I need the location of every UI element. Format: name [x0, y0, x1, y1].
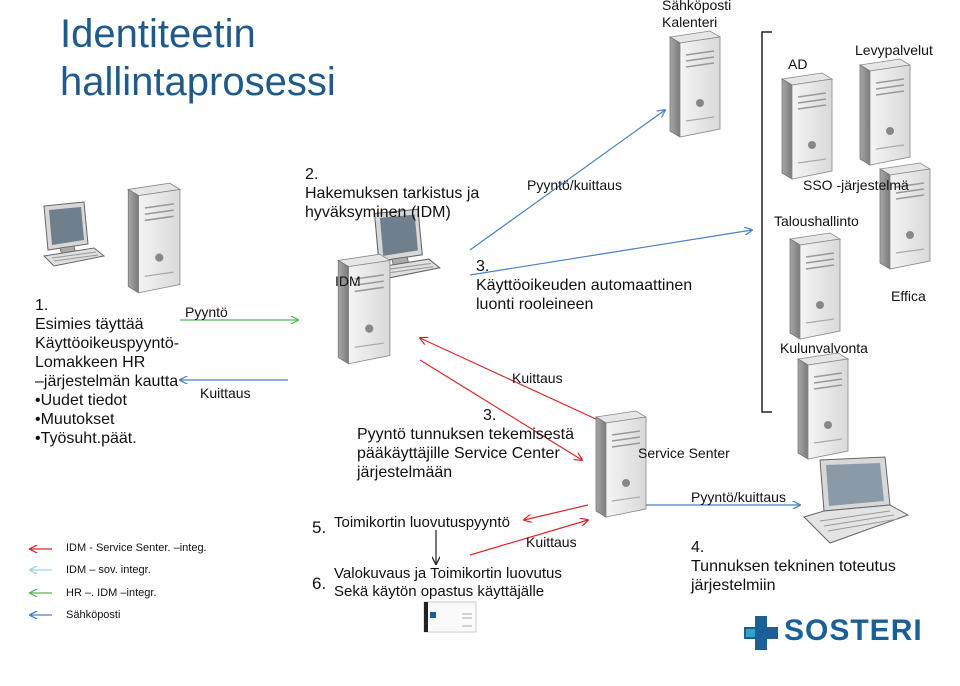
step1-line-3: Lomakkeen HR	[35, 354, 146, 371]
kuittaus-left-label: Kuittaus	[200, 385, 251, 401]
step1-line-2: Käyttöoikeuspyyntö-	[35, 335, 180, 352]
step6-line-2: Sekä käytön opastus käyttäjälle	[334, 583, 545, 600]
step1-text: 1. Esimies täyttää Käyttöoikeuspyyntö- L…	[35, 296, 179, 448]
step6-number: 6.	[312, 574, 327, 593]
title-line-2: hallintaprosessi	[60, 60, 336, 104]
step3b-text: 3. Pyyntö tunnuksen tekemisestä pääkäytt…	[357, 406, 574, 482]
step3a-line-1: Käyttöoikeuden automaattinen	[476, 277, 693, 294]
step2-text: 2. Hakemuksen tarkistus ja hyväksyminen …	[305, 165, 479, 222]
page-title: Identiteetin hallintaprosessi	[60, 10, 336, 106]
email-label-line-1: Sähköposti	[662, 0, 732, 13]
hr-monitor-icon	[38, 180, 108, 290]
idm-label: IDM	[335, 273, 361, 289]
legend-label-4: Sähköposti	[66, 609, 121, 621]
logo-text: SOSTERI	[784, 614, 923, 647]
step3b-arrow	[419, 359, 582, 460]
step4-line-2: järjestelmiin	[691, 577, 776, 594]
step6-line-1: Valokuvaus ja Toimikortin luovutus	[334, 565, 562, 582]
logo-cross-icon	[744, 616, 778, 650]
levypalvelut-label: Levypalvelut	[855, 42, 933, 58]
ad-server-icon	[774, 70, 834, 182]
pyynto-kuittaus-top-label: Pyyntö/kuittaus	[527, 177, 622, 193]
step3b-line-1: Pyyntö tunnuksen tekemisestä	[357, 426, 575, 443]
email-label-line-2: Kalenteri	[662, 14, 718, 30]
step1-number: 1.	[35, 297, 49, 314]
step1-line-1: Esimies täyttää	[35, 316, 144, 333]
step2-line-2: hyväksyminen (IDM)	[305, 204, 451, 221]
legend-label-1: IDM - Service Senter. –integ.	[66, 542, 207, 554]
step5-number: 5.	[312, 518, 327, 537]
step2-number: 2.	[305, 166, 319, 183]
step1-line-4: –järjestelmän kautta	[35, 373, 179, 390]
systems-bracket	[761, 31, 772, 413]
ad-label: AD	[788, 56, 808, 72]
service-center-server-icon	[588, 408, 648, 520]
pyynto-kuittaus-top-arrow	[469, 110, 665, 251]
email-server-label: Sähköposti Kalenteri	[662, 0, 731, 31]
step3a-text: 3. Käyttöoikeuden automaattinen luonti r…	[476, 257, 692, 314]
idm-server-icon	[330, 250, 392, 368]
step3b-line-2: pääkäyttäjille Service Center	[357, 445, 560, 462]
step3a-line-2: luonti rooleineen	[476, 296, 594, 313]
step6-text: Valokuvaus ja Toimikortin luovutus Sekä …	[334, 565, 562, 601]
hr-server-icon	[120, 178, 182, 298]
sosteri-logo: SOSTERI	[742, 610, 932, 656]
step5-arrow	[524, 504, 589, 520]
legend-label-2: IDM – sov. integr.	[66, 564, 151, 576]
kulunvalvonta-server-icon	[782, 230, 842, 342]
step3b-number: 3.	[483, 407, 497, 424]
kuittaus-bottom-arrow	[469, 520, 588, 556]
step3a-number: 3.	[476, 258, 490, 275]
pyynto-label: Pyyntö	[185, 304, 228, 320]
legend-label-3: HR –. IDM –integr.	[66, 587, 157, 599]
system-server-icon	[790, 350, 850, 462]
step4-line-1: Tunnuksen tekninen toteutus	[691, 558, 896, 575]
step1-bullet-2: •Muutokset	[35, 411, 115, 428]
step2-line-1: Hakemuksen tarkistus ja	[305, 185, 480, 202]
kuittaus-mid-label: Kuittaus	[512, 370, 563, 386]
step3b-line-3: järjestelmään	[357, 464, 453, 481]
title-line-1: Identiteetin	[60, 12, 256, 56]
step1-bullet-1: •Uudet tiedot	[35, 392, 127, 409]
email-server-icon	[662, 28, 722, 140]
pyynto-kuittaus-bottom-label: Pyyntö/kuittaus	[691, 489, 786, 505]
kuittaus-bottom-label: Kuittaus	[526, 534, 577, 550]
effica-label: Effica	[891, 288, 926, 304]
levypalvelut-server-icon	[852, 56, 912, 168]
step4-number: 4.	[691, 539, 705, 556]
step4-text: 4. Tunnuksen tekninen toteutus järjestel…	[691, 538, 896, 595]
kulunvalvonta-label: Kulunvalvonta	[780, 340, 868, 356]
step1-bullet-3: •Työsuht.päät.	[35, 430, 137, 447]
taloushallinto-label: Taloushallinto	[774, 213, 859, 229]
kuittaus-mid-arrow	[420, 338, 599, 421]
laptop-icon	[803, 456, 910, 544]
idm-to-systems-arrow	[469, 230, 752, 276]
step5-text: Toimikortin luovutuspyyntö	[334, 514, 510, 531]
id-card-icon	[423, 601, 477, 633]
sso-label: SSO -järjestelmä	[803, 177, 909, 193]
service-senter-label: Service Senter	[638, 445, 730, 461]
